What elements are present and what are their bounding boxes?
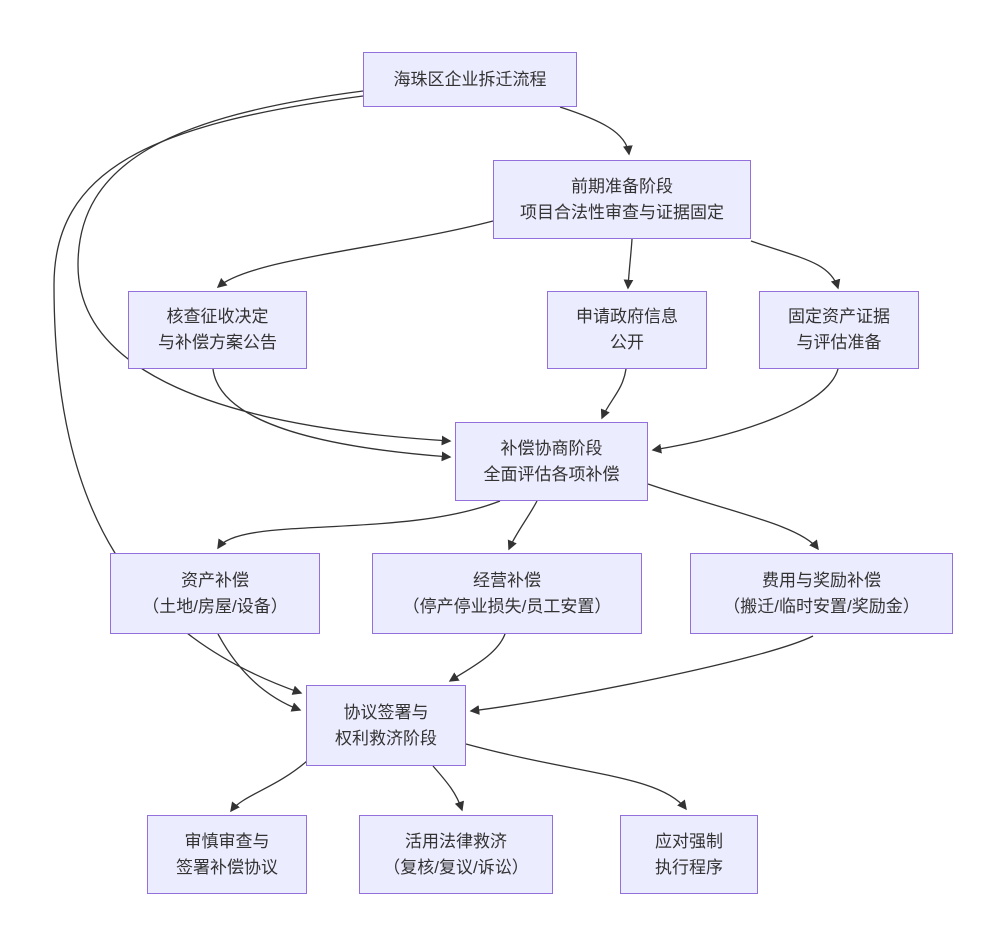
node-text-line: 前期准备阶段 [571,176,673,196]
edge-preparation-to-verify-decision [216,220,494,288]
node-text-line: 全面评估各项补偿 [483,464,620,484]
node-fix-evidence: 固定资产证据与评估准备 [759,291,919,369]
node-text-line: 执行程序 [655,857,723,877]
edge-negotiation-to-business-compensation [507,500,538,551]
edge-negotiation-to-asset-compensation [217,500,501,550]
edge-asset-compensation-to-agreement-phase [217,633,302,712]
node-text-line: 经营补偿 [473,570,541,590]
node-agreement-phase: 协议签署与权利救济阶段 [306,685,466,766]
node-preparation-phase: 前期准备阶段项目合法性审查与证据固定 [493,160,751,239]
node-negotiation-phase: 补偿协商阶段全面评估各项补偿 [455,422,648,501]
node-text-line: 费用与奖励补偿 [762,570,881,590]
node-text-line: 活用法律救济 [405,831,507,851]
edge-info-disclosure-to-negotiation [600,368,627,420]
node-text-line: 项目合法性审查与证据固定 [520,202,724,222]
edge-verify-decision-to-negotiation [212,368,452,462]
node-business-compensation: 经营补偿 （停产停业损失/员工安置） [372,553,642,634]
edge-title-to-preparation [559,106,633,156]
node-text-line: 补偿协商阶段 [500,438,603,458]
node-verify-decision: 核查征收决定与补偿方案公告 [128,291,307,369]
edge-fix-evidence-to-negotiation [651,368,839,454]
node-text-line: 公开 [610,333,644,352]
node-text-line: 与补偿方案公告 [158,333,277,352]
node-compulsory-execution: 应对强制执行程序 [620,815,758,894]
node-text-line: 审慎审查与 [184,831,270,851]
node-text-line: 权利救济阶段 [335,728,437,748]
node-info-disclosure: 申请政府信息公开 [547,291,707,369]
edge-preparation-to-info-disclosure [623,238,634,290]
node-text-line: 固定资产证据 [788,307,890,326]
node-legal-remedies: 活用法律救济 （复核/复议/诉讼） [359,815,553,894]
edge-negotiation-to-fee-reward-compensation [647,483,819,551]
node-text-line: （搬迁/临时安置/奖励金） [723,596,920,616]
node-text-line: 协议签署与 [343,702,429,722]
edge-preparation-to-fix-evidence [750,240,841,290]
node-text-line: 核查征收决定 [166,307,269,326]
edge-business-compensation-to-agreement-phase [448,633,506,682]
edge-fee-reward-compensation-to-agreement-phase [469,635,814,715]
edge-agreement-phase-to-legal-remedies [432,765,465,812]
node-asset-compensation: 资产补偿 （土地/房屋/设备） [110,553,320,634]
node-text-line: 应对强制 [655,831,723,851]
node-text-line: 与评估准备 [796,333,882,352]
edge-agreement-phase-to-compulsory-execution [465,743,687,811]
edge-agreement-phase-to-sign-agreement [230,760,308,813]
node-text-line: （复核/复议/诉讼） [383,857,529,877]
node-text-line: （停产停业损失/员工安置） [402,596,612,616]
node-fee-reward-compensation: 费用与奖励补偿 （搬迁/临时安置/奖励金） [690,553,953,634]
node-text-line: 签署补偿协议 [176,857,278,877]
node-text-line: 海珠区企业拆迁流程 [393,69,547,89]
node-text-line: （土地/房屋/设备） [142,596,288,616]
node-text-line: 申请政府信息 [576,307,678,326]
node-text-line: 资产补偿 [181,570,249,590]
edge-title-to-negotiation [77,90,452,446]
node-process-title: 海珠区企业拆迁流程 [363,52,577,107]
node-sign-agreement: 审慎审查与签署补偿协议 [147,815,307,894]
